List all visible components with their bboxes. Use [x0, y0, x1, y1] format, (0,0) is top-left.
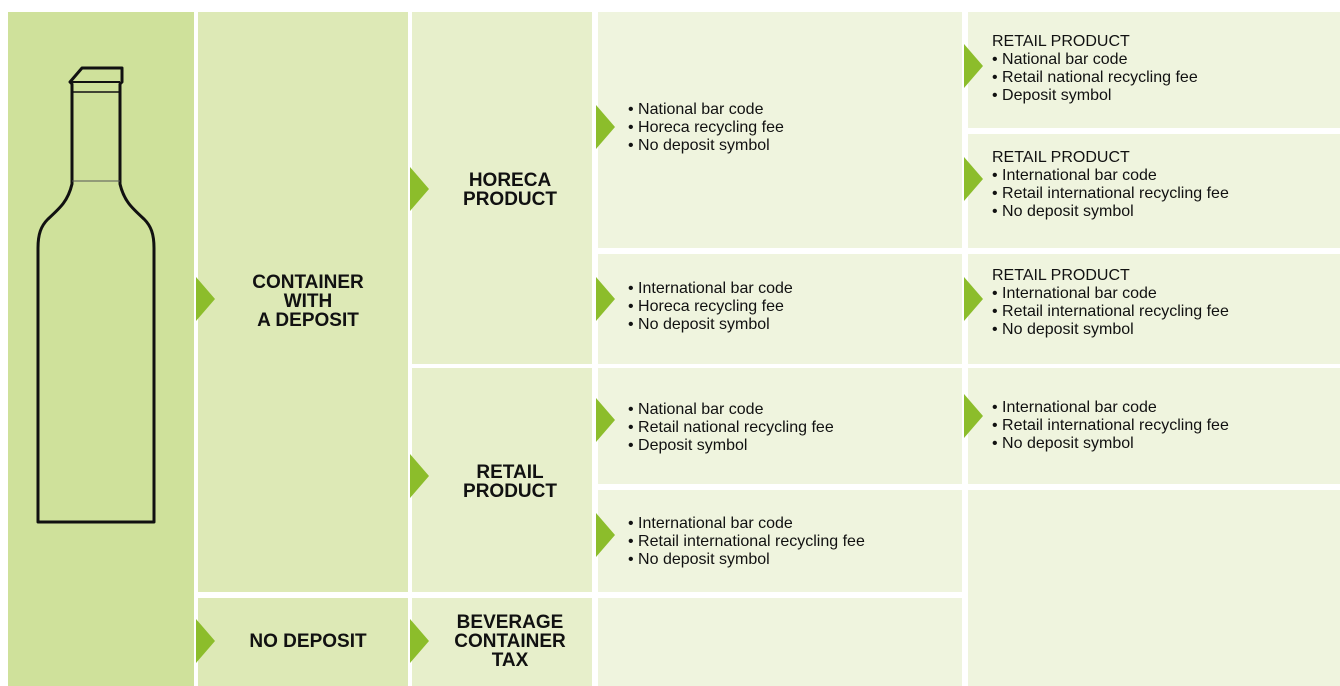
- list-item: Retail international recycling fee: [992, 185, 1229, 203]
- arrow-to-no-deposit: [196, 619, 215, 663]
- arrow-to-tax: [410, 619, 429, 663]
- list-item: No deposit symbol: [628, 316, 793, 334]
- arrow-to-horeca-international: [596, 277, 615, 321]
- arrow-to-horeca-national: [596, 105, 615, 149]
- arrow-to-retail-international: [596, 513, 615, 557]
- arrow-to-horeca: [410, 167, 429, 211]
- horeca-national-list: National bar code Horeca recycling fee N…: [628, 101, 784, 155]
- retail-product-a-list: RETAIL PRODUCT National bar code Retail …: [992, 33, 1198, 105]
- arrow-to-retail-product-d: [964, 394, 983, 438]
- list-item: Horeca recycling fee: [628, 119, 784, 137]
- list-item: Deposit symbol: [992, 87, 1198, 105]
- list-item: Retail international recycling fee: [628, 533, 865, 551]
- list-item: No deposit symbol: [992, 435, 1229, 453]
- retail-international-list: International bar code Retail internatio…: [628, 515, 865, 569]
- list-item: No deposit symbol: [628, 137, 784, 155]
- retail-product-c-title: RETAIL PRODUCT: [992, 267, 1130, 284]
- no-deposit-cell: [198, 598, 408, 686]
- list-item: National bar code: [992, 51, 1198, 69]
- list-item: International bar code: [628, 280, 793, 298]
- tax-detail-cell: [598, 598, 962, 686]
- retail-product-a-title: RETAIL PRODUCT: [992, 33, 1130, 50]
- retail-cell: [412, 368, 592, 592]
- list-item: Deposit symbol: [628, 437, 834, 455]
- arrow-to-retail-product-c: [964, 277, 983, 321]
- list-item: Retail national recycling fee: [628, 419, 834, 437]
- retail-national-list: National bar code Retail national recycl…: [628, 401, 834, 455]
- deposit-label: CONTAINER WITH A DEPOSIT: [252, 272, 364, 331]
- arrow-to-deposit: [196, 277, 215, 321]
- arrow-to-retail-product-b: [964, 157, 983, 201]
- retail-label: RETAIL PRODUCT: [463, 462, 557, 502]
- arrow-to-retail-product-a: [964, 44, 983, 88]
- horeca-international-list: International bar code Horeca recycling …: [628, 280, 793, 334]
- no-deposit-label: NO DEPOSIT: [249, 631, 367, 652]
- list-item: National bar code: [628, 401, 834, 419]
- retail-product-c-list: RETAIL PRODUCT International bar code Re…: [992, 267, 1229, 339]
- list-item: Retail international recycling fee: [992, 303, 1229, 321]
- list-item: International bar code: [628, 515, 865, 533]
- list-item: International bar code: [992, 285, 1229, 303]
- tax-cell: [412, 598, 592, 686]
- retail-product-d-list: International bar code Retail internatio…: [992, 399, 1229, 453]
- list-item: Retail international recycling fee: [992, 417, 1229, 435]
- empty-bottom-cell: [968, 490, 1340, 686]
- horeca-cell: [412, 12, 592, 364]
- list-item: Horeca recycling fee: [628, 298, 793, 316]
- list-item: National bar code: [628, 101, 784, 119]
- arrow-to-retail: [410, 454, 429, 498]
- retail-product-b-list: RETAIL PRODUCT International bar code Re…: [992, 149, 1229, 221]
- list-item: No deposit symbol: [992, 203, 1229, 221]
- retail-product-b-title: RETAIL PRODUCT: [992, 149, 1130, 166]
- list-item: No deposit symbol: [992, 321, 1229, 339]
- horeca-label: HORECA PRODUCT: [463, 170, 557, 210]
- list-item: No deposit symbol: [628, 551, 865, 569]
- wine-bottle-icon: [36, 66, 156, 524]
- deposit-cell: [198, 12, 408, 592]
- list-item: International bar code: [992, 399, 1229, 417]
- tax-label: BEVERAGE CONTAINER TAX: [454, 612, 566, 671]
- arrow-to-retail-national: [596, 398, 615, 442]
- list-item: International bar code: [992, 167, 1229, 185]
- list-item: Retail national recycling fee: [992, 69, 1198, 87]
